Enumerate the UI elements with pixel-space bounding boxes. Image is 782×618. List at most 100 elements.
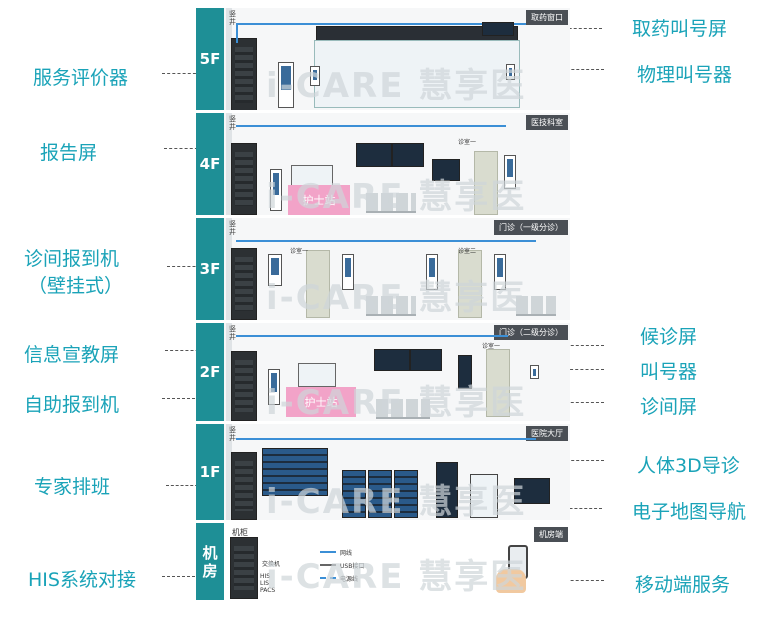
floor-code: 1F (196, 424, 224, 520)
physical-caller (506, 64, 515, 80)
room-tag: 门诊（二级分诊） (494, 325, 568, 340)
waiting-chairs (366, 193, 416, 213)
network-wire (236, 335, 508, 337)
watermark: i-CARE 慧享医 (266, 66, 527, 106)
room-label: 诊室二 (458, 248, 477, 255)
room-label: 诊室一 (458, 139, 477, 146)
floor-code: 机 房 (196, 523, 224, 600)
expert-schedule-screen (368, 470, 392, 518)
floor-code: 4F (196, 113, 224, 215)
label-self-checkin: 自助报到机 (24, 394, 120, 416)
waiting-chairs (516, 296, 556, 316)
consult-door (486, 349, 510, 417)
network-cabinet (231, 248, 257, 320)
room-tag: 医院大厅 (526, 426, 568, 441)
network-cabinet (231, 351, 257, 421)
hand-icon (496, 569, 526, 593)
room-tag: 门诊（一级分诊） (494, 220, 568, 235)
floor-machine-room: 机 房 机房端 机柜 HIS LIS PACS 交换机 网线 USB接口 电源线… (196, 523, 570, 603)
network-wire (236, 125, 506, 127)
floor-code: 3F (196, 218, 224, 320)
waiting-chairs (376, 399, 430, 419)
nurse-station: 护士站 (286, 387, 356, 417)
pacs-label: PACS (260, 587, 276, 594)
watermark: i-CARE 慧享医 (266, 177, 527, 217)
shaft (226, 113, 232, 215)
room-tag: 取药窗口 (526, 10, 568, 25)
legend-line-power (320, 577, 336, 579)
waiting-screen (410, 349, 442, 371)
shaft (226, 424, 232, 520)
expert-schedule-screen (394, 470, 418, 518)
label-service-evaluator: 服务评价器 (33, 67, 129, 89)
waiting-chairs (366, 296, 416, 316)
label-clinic-checkin: 诊间报到机 (24, 248, 120, 270)
floor-4f: 4F 竖井 医技科室 护士站 诊室一 i-CARE 慧享医 (196, 113, 570, 218)
room-label: 诊室一 (290, 248, 309, 255)
label-room-screen: 诊间屏 (640, 396, 698, 418)
label-map-navigation: 电子地图导航 (632, 501, 747, 523)
shaft (226, 8, 232, 110)
shaft-label: 竖井 (229, 325, 236, 341)
waiting-screen (432, 159, 460, 181)
consult-door (306, 250, 330, 318)
label-3d-guide: 人体3D导诊 (637, 455, 740, 477)
watermark: i-CARE 慧享医 (266, 557, 527, 597)
server-cabinet (230, 537, 258, 599)
his-label: HIS (260, 573, 271, 580)
shaft-label: 竖井 (229, 115, 236, 131)
self-checkin-kiosk (268, 369, 280, 405)
watermark: i-CARE 慧享医 (266, 278, 527, 318)
network-cabinet (231, 38, 257, 110)
switch-label: 交换机 (262, 561, 281, 568)
label-caller: 叫号器 (640, 361, 698, 383)
room-screen (504, 155, 516, 189)
3d-guide-kiosk (436, 462, 458, 518)
floor-3f: 3F 竖井 门诊（一级分诊） 诊室一 诊室二 i-CARE 慧享医 (196, 218, 570, 323)
legend-line-usb (320, 564, 336, 566)
cabinet-label: 机柜 (232, 528, 248, 537)
info-screen (392, 143, 424, 167)
label-report-screen: 报告屏 (40, 142, 98, 164)
waiting-screen (374, 349, 410, 371)
network-wire (236, 438, 536, 440)
network-cabinet (231, 452, 257, 520)
watermark: i-CARE 慧享医 (266, 482, 527, 522)
building-diagram: 5F 竖井 取药窗口 i-CARE 慧享医 4F 竖井 医技科室 护士站 诊室一… (196, 8, 570, 603)
room-label: 诊室一 (482, 343, 501, 350)
legend-label: USB接口 (340, 563, 365, 570)
wall-checkin-machine (268, 254, 282, 286)
info-screen (356, 143, 392, 167)
network-wire (236, 23, 238, 43)
label-wall-mounted: （壁挂式） (28, 275, 124, 297)
label-mobile-service: 移动端服务 (635, 574, 731, 596)
lis-label: LIS (260, 580, 269, 587)
room-tag: 机房端 (534, 527, 568, 542)
nurse-station: 护士站 (288, 185, 350, 215)
room-screen (426, 254, 438, 290)
shaft-label: 竖井 (229, 426, 236, 442)
floor-code: 5F (196, 8, 224, 110)
shaft (226, 218, 232, 320)
consult-door (458, 250, 482, 318)
kiosk (278, 62, 294, 108)
shaft-label: 竖井 (229, 10, 236, 26)
shaft-label: 竖井 (229, 220, 236, 236)
floor-5f: 5F 竖井 取药窗口 i-CARE 慧享医 (196, 8, 570, 113)
3d-guide-kiosk (470, 474, 498, 518)
expert-schedule-screen (262, 448, 328, 496)
map-navigation-kiosk (514, 478, 550, 504)
info-screen (298, 363, 336, 387)
call-screen (482, 22, 514, 36)
label-physical-caller: 物理叫号器 (637, 64, 733, 86)
consult-door (474, 151, 498, 215)
room-screen (494, 254, 506, 290)
room-screen (458, 355, 472, 389)
expert-schedule-screen (342, 470, 366, 518)
watermark: i-CARE 慧享医 (266, 383, 527, 423)
network-cabinet (231, 143, 257, 215)
legend-label: 电源线 (340, 576, 359, 583)
shaft (226, 323, 232, 421)
service-evaluator (310, 66, 320, 86)
leader-line (540, 508, 602, 509)
